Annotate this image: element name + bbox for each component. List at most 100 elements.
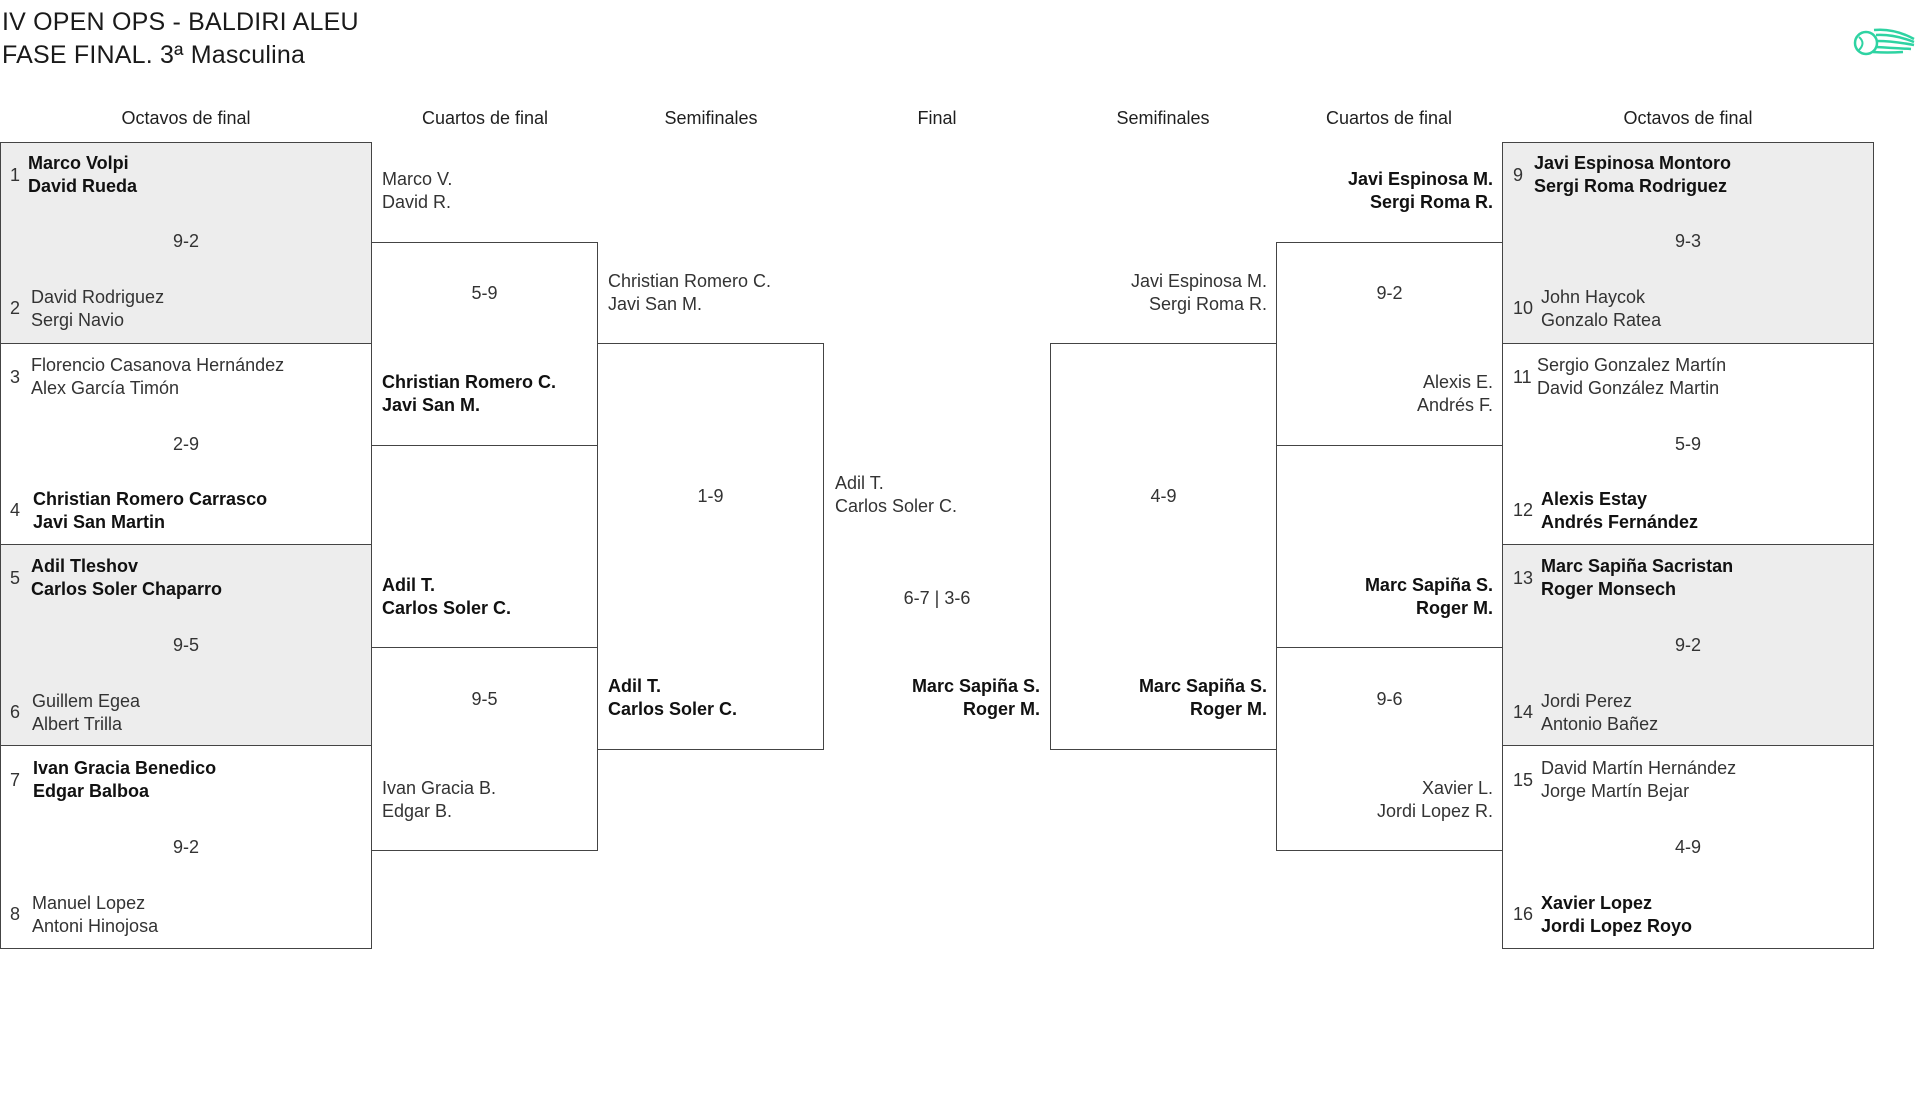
tournament-subtitle: FASE FINAL. 3ª Masculina [2, 41, 306, 69]
column-header-sf-right: Semifinales [1116, 108, 1210, 128]
seed-number: 16 [1513, 904, 1534, 924]
player-name: Christian Romero Carrasco [33, 489, 268, 509]
team-winner: Ivan Gracia Benedico Edgar Balboa [33, 757, 216, 803]
team: Jordi Perez Antonio Bañez [1541, 690, 1658, 736]
player-name: David González Martin [1537, 378, 1720, 398]
team-winner: Xavier Lopez Jordi Lopez Royo [1541, 892, 1692, 938]
player-name: Marc Sapiña S. [1364, 575, 1493, 595]
player-name: David R. [382, 192, 452, 212]
player-name: Sergi Navio [31, 310, 125, 330]
team: Ivan Gracia B. Edgar B. [382, 777, 496, 823]
match-box-r16-right-1 [1502, 142, 1874, 344]
player-name: Adil T. [608, 676, 661, 696]
player-name: Andrés Fernández [1541, 512, 1699, 532]
column-header-sf-left: Semifinales [664, 108, 758, 128]
team: David Rodriguez Sergi Navio [31, 286, 164, 332]
match-score: 9-2 [1376, 283, 1403, 303]
player-name: Jorge Martín Bejar [1541, 781, 1690, 801]
team: Alexis E. Andrés F. [1417, 371, 1493, 417]
team: David Martín Hernández Jorge Martín Beja… [1541, 757, 1736, 803]
team: Xavier L. Jordi Lopez R. [1377, 777, 1493, 823]
player-name: Edgar Balboa [33, 781, 150, 801]
seed-number: 10 [1513, 298, 1534, 318]
match-box-r16-left-1 [0, 142, 372, 344]
seed-number: 4 [10, 500, 21, 520]
player-name: Sergi Roma R. [1369, 192, 1493, 212]
match-box-r16-right-4 [1502, 745, 1874, 949]
match-score: 9-5 [172, 635, 199, 655]
player-name: Ivan Gracia Benedico [33, 758, 217, 778]
player-name: Roger M. [962, 699, 1040, 719]
player-name: Javi San Martin [33, 512, 166, 532]
seed-number: 15 [1513, 770, 1534, 790]
player-name: Javi Espinosa M. [1130, 271, 1267, 291]
match-score: 9-6 [1376, 689, 1403, 709]
tournament-title: IV OPEN OPS - BALDIRI ALEU [2, 8, 359, 36]
player-name: Alex García Timón [31, 378, 180, 398]
match-box-sf-right [1050, 343, 1277, 750]
player-name: John Haycok [1541, 287, 1646, 307]
team: Guillem Egea Albert Trilla [32, 690, 140, 736]
column-header-final: Final [917, 108, 957, 128]
player-name: Roger Monsech [1541, 579, 1677, 599]
team-winner: Alexis Estay Andrés Fernández [1541, 488, 1698, 534]
column-header-r16-left: Octavos de final [121, 108, 251, 128]
player-name: Carlos Soler C. [835, 496, 958, 516]
team-winner: Javi Espinosa M. Sergi Roma R. [1348, 168, 1493, 214]
match-score: 9-2 [172, 837, 199, 857]
seed-number: 5 [10, 568, 21, 588]
team: Javi Espinosa M. Sergi Roma R. [1131, 270, 1267, 316]
player-name: Adil T. [382, 575, 435, 595]
player-name: Jordi Lopez Royo [1541, 916, 1693, 936]
seed-number: 11 [1513, 367, 1532, 387]
seed-number: 3 [10, 367, 21, 387]
match-score: 9-2 [172, 231, 199, 251]
seed-number: 7 [10, 770, 21, 790]
match-box-r16-left-3 [0, 544, 372, 746]
match-box-sf-left [597, 343, 824, 750]
player-name: David Rueda [28, 176, 138, 196]
team-winner: Adil Tleshov Carlos Soler Chaparro [31, 555, 222, 601]
player-name: Javi San M. [608, 294, 703, 314]
player-name: Javi San M. [382, 395, 481, 415]
player-name: Albert Trilla [32, 714, 123, 734]
column-header-r16-right: Octavos de final [1623, 108, 1753, 128]
team-winner: Adil T. Carlos Soler C. [608, 675, 737, 721]
player-name: David Rodriguez [31, 287, 165, 307]
player-name: Xavier Lopez [1541, 893, 1653, 913]
player-name: Roger M. [1415, 598, 1493, 618]
player-name: Carlos Soler C. [608, 699, 738, 719]
player-name: David Martín Hernández [1541, 758, 1737, 778]
match-score: 9-2 [1674, 635, 1701, 655]
team-winner: Marc Sapiña S. Roger M. [1139, 675, 1267, 721]
player-name: Jordi Lopez R. [1376, 801, 1493, 821]
seed-number: 6 [10, 702, 21, 722]
player-name: Javi Espinosa Montoro [1534, 153, 1732, 173]
seed-number: 8 [10, 904, 21, 924]
match-score: 5-9 [471, 283, 498, 303]
team: Florencio Casanova Hernández Alex García… [31, 354, 284, 400]
team-winner: Marc Sapiña Sacristan Roger Monsech [1541, 555, 1733, 601]
player-name: Marc Sapiña S. [1138, 676, 1267, 696]
column-header-qf-left: Cuartos de final [421, 108, 549, 128]
match-score: 5-9 [1674, 434, 1701, 454]
player-name: Roger M. [1189, 699, 1267, 719]
player-name: Guillem Egea [32, 691, 141, 711]
player-name: Antonio Bañez [1541, 714, 1659, 734]
player-name: Adil T. [835, 473, 884, 493]
match-score: 1-9 [697, 486, 724, 506]
player-name: Carlos Soler Chaparro [31, 579, 223, 599]
player-name: Carlos Soler C. [382, 598, 512, 618]
team-winner: Christian Romero Carrasco Javi San Marti… [33, 488, 267, 534]
match-score: 4-9 [1150, 486, 1177, 506]
team: John Haycok Gonzalo Ratea [1541, 286, 1661, 332]
player-name: Manuel Lopez [32, 893, 146, 913]
player-name: Xavier L. [1421, 778, 1493, 798]
seed-number: 1 [10, 165, 21, 185]
team: Sergio Gonzalez Martín David González Ma… [1537, 354, 1726, 400]
team-winner: Marco Volpi David Rueda [28, 152, 137, 198]
team-winner: Christian Romero C. Javi San M. [382, 371, 556, 417]
team-winner: Javi Espinosa Montoro Sergi Roma Rodrigu… [1534, 152, 1731, 198]
player-name: Marco Volpi [28, 153, 129, 173]
player-name: Jordi Perez [1541, 691, 1633, 711]
